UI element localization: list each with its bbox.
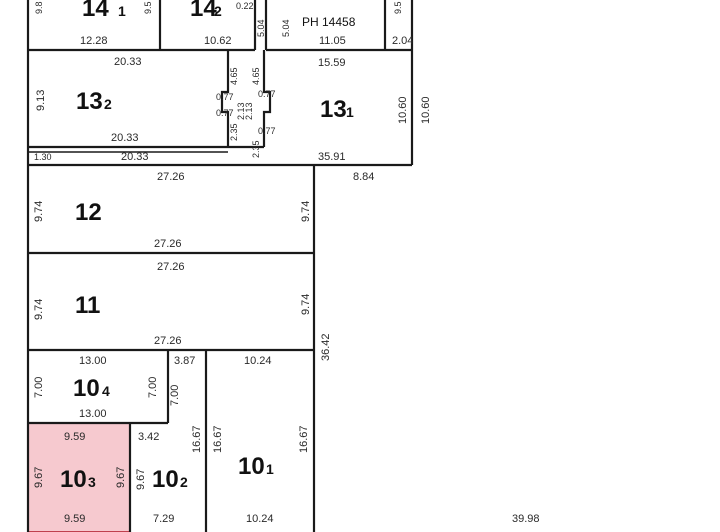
dim-14-top-east: 2.04 <box>392 35 413 47</box>
dim-10-4-north: 13.00 <box>79 355 107 367</box>
dim-jog-west-bottom: 2.35 <box>229 123 239 141</box>
dim-10-2-south: 7.29 <box>153 513 174 525</box>
dim-jog-west-top: 4.65 <box>229 67 239 85</box>
dim-clipped-east: 9.5 <box>393 1 403 14</box>
dim-12-south: 27.26 <box>154 238 182 250</box>
dim-10-2-west-lower: 9.67 <box>135 469 147 490</box>
dim-12-north: 27.26 <box>157 171 185 183</box>
dim-13-1-east-inner: 10.60 <box>397 96 409 124</box>
dim-13-1-south: 35.91 <box>318 151 346 163</box>
dim-jog-mid-a: 2.13 <box>236 102 246 120</box>
dim-14-top-south: 11.05 <box>319 35 346 47</box>
lot-14-2-sub: 2 <box>214 3 222 19</box>
dim-10-3-west: 9.67 <box>33 467 45 488</box>
lot-13-2-sub: 2 <box>104 96 112 112</box>
dim-south-39-98: 39.98 <box>512 513 540 525</box>
lot-10-2-number[interactable]: 10 <box>152 466 179 493</box>
plan-reference-label: PH 14458 <box>302 15 356 29</box>
dim-row13-base-west: 1.30 <box>34 152 52 162</box>
lot-10-1-number[interactable]: 10 <box>238 453 265 480</box>
dim-10-2-north: 3.87 <box>174 355 195 367</box>
dim-11-west: 9.74 <box>33 299 45 320</box>
dim-10-1-east: 16.67 <box>298 425 310 453</box>
dim-11-north: 27.26 <box>157 261 185 273</box>
lot-10-1-sub: 1 <box>266 461 274 477</box>
dim-13-2-south: 20.33 <box>111 132 139 144</box>
dim-14-2-top: 0.22 <box>236 1 254 11</box>
lot-14-2-number[interactable]: 14 <box>190 0 217 22</box>
dim-10-1-south: 10.24 <box>246 513 274 525</box>
lot-10-3-number[interactable]: 10 <box>60 466 87 493</box>
dim-10-1-west: 16.67 <box>212 425 224 453</box>
dim-jog-mid-b: 2.13 <box>244 102 254 120</box>
dim-10-2-north-lower: 3.42 <box>138 431 159 443</box>
dim-12-west: 9.74 <box>33 201 45 222</box>
dim-13-2-north: 20.33 <box>114 56 142 68</box>
lot-14-1-sub: 1 <box>118 3 126 19</box>
dim-row13-base-mid: 20.33 <box>121 151 149 163</box>
dim-clipped-mid: 9.5 <box>143 1 153 14</box>
lot-13-2-number[interactable]: 13 <box>76 88 103 115</box>
dim-13-2-west: 9.13 <box>35 90 47 111</box>
dim-clipped-west: 9.8 <box>34 1 44 14</box>
dim-east-36-42: 36.42 <box>320 333 332 361</box>
dim-10-3-east: 9.67 <box>115 467 127 488</box>
dim-10-2-east: 16.67 <box>191 425 203 453</box>
dim-14-2-south: 10.62 <box>204 35 232 47</box>
dim-11-south: 27.26 <box>154 335 182 347</box>
lot-10-4-sub: 4 <box>102 383 110 399</box>
dim-jog-east-a: 0.77 <box>258 89 276 99</box>
lot-10-4-number[interactable]: 10 <box>73 375 100 402</box>
dim-10-1-north: 10.24 <box>244 355 272 367</box>
dim-13-1-east-outer: 10.60 <box>420 96 432 124</box>
lot-12-number[interactable]: 12 <box>75 199 102 226</box>
lot-14-1-number[interactable]: 14 <box>82 0 109 22</box>
lot-boundaries <box>26 0 414 532</box>
dim-east-8-84: 8.84 <box>353 171 374 183</box>
dim-14-2-east-b: 5.04 <box>281 19 291 37</box>
dim-10-3-south: 9.59 <box>64 513 85 525</box>
dim-13-1-north: 15.59 <box>318 57 346 69</box>
lot-13-1-number[interactable]: 13 <box>320 96 347 123</box>
dim-jog-east-bottom: 2.35 <box>251 140 261 158</box>
dim-jog-west-a: 0.77 <box>216 92 234 102</box>
dim-10-3-north: 9.59 <box>64 431 85 443</box>
dim-10-4-east: 7.00 <box>147 377 159 398</box>
dim-jog-east-b: 0.77 <box>258 126 276 136</box>
dim-10-4-south: 13.00 <box>79 408 107 420</box>
dim-11-east: 9.74 <box>300 294 312 315</box>
dim-jog-west-b: 0.77 <box>216 108 234 118</box>
lot-10-3-sub: 3 <box>88 474 96 490</box>
lot-13-1-sub: 1 <box>346 104 354 120</box>
dim-14-1-south: 12.28 <box>80 35 108 47</box>
lot-10-2-sub: 2 <box>180 474 188 490</box>
dim-12-east: 9.74 <box>300 201 312 222</box>
dim-14-2-east-a: 5.04 <box>256 19 266 37</box>
dim-10-2-west-upper: 7.00 <box>169 385 181 406</box>
dim-10-4-west: 7.00 <box>33 377 45 398</box>
dim-jog-east-top: 4.65 <box>251 67 261 85</box>
lot-10-3-highlight[interactable] <box>28 423 130 532</box>
lot-11-number[interactable]: 11 <box>75 292 100 319</box>
